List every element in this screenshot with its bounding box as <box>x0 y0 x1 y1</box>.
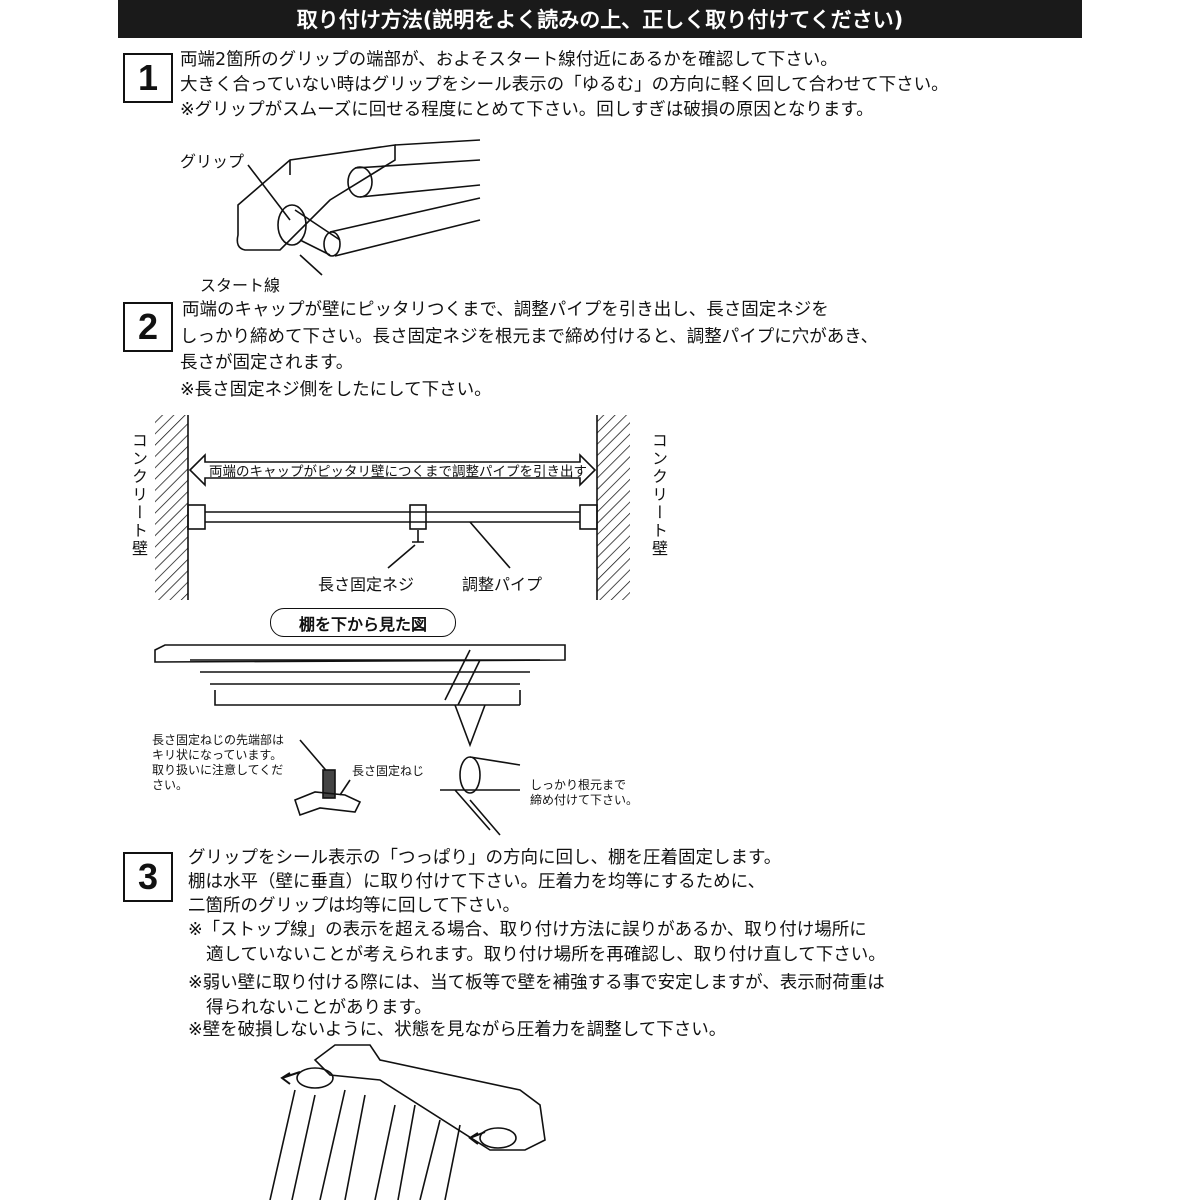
step-3-note: ※「ストップ線」の表示を超える場合、取り付け方法に誤りがあるか、取り付け場所に <box>188 920 867 940</box>
screw-illustration <box>294 739 521 836</box>
wall-left-hatch <box>155 415 188 600</box>
step-2-text: 長さが固定されます。 <box>180 353 354 373</box>
step-2-text: 両端のキャップが壁にピッタリつくまで、調整パイプを引き出し、長さ固定ネジを <box>182 300 829 320</box>
label-wall-left: コンクリート壁 <box>129 432 148 558</box>
note-line: キリ状になっています。 <box>152 748 283 762</box>
step-3-text: 棚は水平（壁に垂直）に取り付けて下さい。圧着力を均等にするために、 <box>188 872 766 892</box>
label-wall-right: コンクリート壁 <box>649 432 668 558</box>
step-3-number: 3 <box>123 852 173 902</box>
note-line: 取り扱いに注意してくだ <box>152 763 284 777</box>
note-line: 長さ固定ねじの先端部は <box>152 733 285 747</box>
note-line: しっかり根元まで <box>530 778 627 792</box>
step-2-text: しっかり締めて下さい。長さ固定ネジを根元まで締め付けると、調整パイプに穴があき、 <box>180 327 879 347</box>
step-1-note: ※グリップがスムーズに回せる程度にとめて下さい。回しすぎは破損の原因となります。 <box>180 100 874 120</box>
label-length-screw: 長さ固定ネジ <box>318 575 415 594</box>
step-3-text: 二箇所のグリップは均等に回して下さい。 <box>188 896 520 916</box>
grip-illustration <box>236 139 481 276</box>
wall-diagram <box>155 415 630 600</box>
page-header: 取り付け方法(説明をよく読みの上、正しく取り付けてください) <box>118 0 1082 38</box>
step-1-number: 1 <box>123 53 173 103</box>
step-2-note: ※長さ固定ネジ側をしたにして下さい。 <box>180 380 492 400</box>
label-start-line: スタート線 <box>200 276 281 295</box>
wall-right-hatch <box>597 415 630 600</box>
arrow-text: 両端のキャップがピッタリ壁につくまで調整パイプを引き出す <box>209 464 587 480</box>
note-line: さい。 <box>152 778 189 792</box>
step-2-number: 2 <box>123 302 173 352</box>
step-3-note: 得られないことがあります。 <box>206 998 432 1018</box>
step-1-text: 両端2箇所のグリップの端部が、およそスタート線付近にあるかを確認して下さい。 <box>180 50 838 70</box>
shelf-rotate-illustration <box>269 1044 546 1200</box>
step-1-text: 大きく合っていない時はグリップをシール表示の「ゆるむ」の方向に軽く回して合わせて… <box>180 75 949 95</box>
label-grip: グリップ <box>180 152 245 171</box>
shelf-underside-illustration <box>154 644 566 748</box>
view-from-below-title: 棚を下から見た図 <box>270 608 456 637</box>
label-adjust-pipe: 調整パイプ <box>462 575 543 594</box>
note-screw-tip: 長さ固定ねじの先端部は キリ状になっています。 取り扱いに注意してくだ さい。 <box>152 733 284 793</box>
note-line: 締め付けて下さい。 <box>530 793 639 807</box>
note-tighten: しっかり根元まで 締め付けて下さい。 <box>530 778 638 808</box>
step-3-text: グリップをシール表示の「つっぱり」の方向に回し、棚を圧着固定します。 <box>188 848 782 868</box>
step-3-note: 適していないことが考えられます。取り付け場所を再確認し、取り付け直して下さい。 <box>206 945 886 965</box>
step-3-note: ※弱い壁に取り付ける際には、当て板等で壁を補強する事で安定しますが、表示耐荷重は <box>188 973 885 993</box>
label-screw-small: 長さ固定ねじ <box>352 764 425 778</box>
step-3-note: ※壁を破損しないように、状態を見ながら圧着力を調整して下さい。 <box>188 1020 727 1040</box>
